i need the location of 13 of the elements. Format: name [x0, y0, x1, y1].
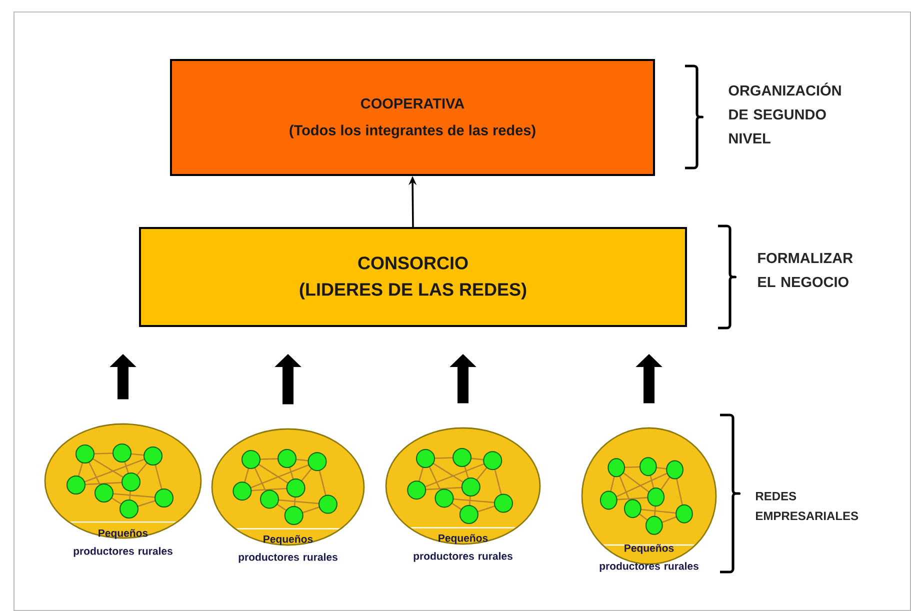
- bracket-label: REDES EMPRESARIALES: [756, 492, 858, 520]
- network-ellipse: [581, 427, 717, 572]
- network-ellipse: [211, 428, 365, 563]
- network-ellipse: [385, 427, 541, 562]
- ellipse-label: Pequeños productores rurales: [414, 534, 512, 562]
- bracket-label: FORMALIZAR EL NEGOCIO: [758, 252, 853, 288]
- ellipse-label: Pequeños productores rurales: [74, 529, 172, 557]
- process-box: COOPERATIVA (Todos los integrantes de las redes): [170, 59, 655, 176]
- bracket-label: ORGANIZACIÓN DE SEGUNDO NIVEL: [728, 82, 841, 144]
- process-box: CONSORCIO (LIDERES DE LAS REDES): [139, 227, 687, 327]
- ellipse-label: Pequeños productores rurales: [600, 544, 698, 572]
- ellipse-label: Pequeños productores rurales: [238, 535, 338, 563]
- network-ellipse: [44, 423, 202, 557]
